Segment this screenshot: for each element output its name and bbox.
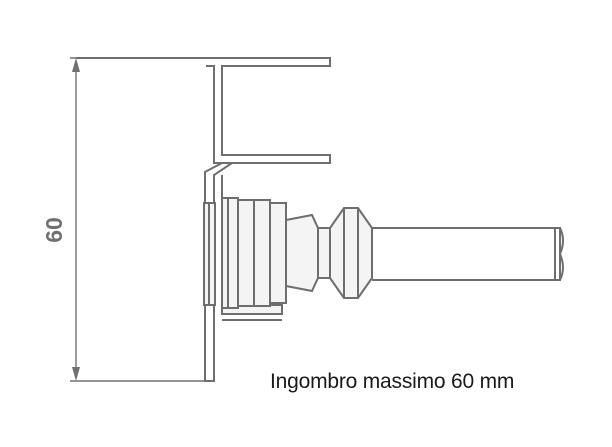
arrowhead-top: [72, 58, 80, 72]
coupling-collar: [285, 213, 331, 293]
dimension-caption: Ingombro massimo 60 mm: [270, 370, 515, 393]
horizontal-shaft: [372, 227, 564, 281]
ball-joint: [329, 207, 373, 299]
dimension-indicator: 60: [41, 57, 220, 382]
arrowhead-bottom: [72, 367, 80, 381]
top-channel-bracket: [76, 57, 331, 164]
mounting-plate: [203, 162, 233, 382]
dimension-value: 60: [41, 217, 67, 243]
wheel-housing: [221, 197, 287, 309]
